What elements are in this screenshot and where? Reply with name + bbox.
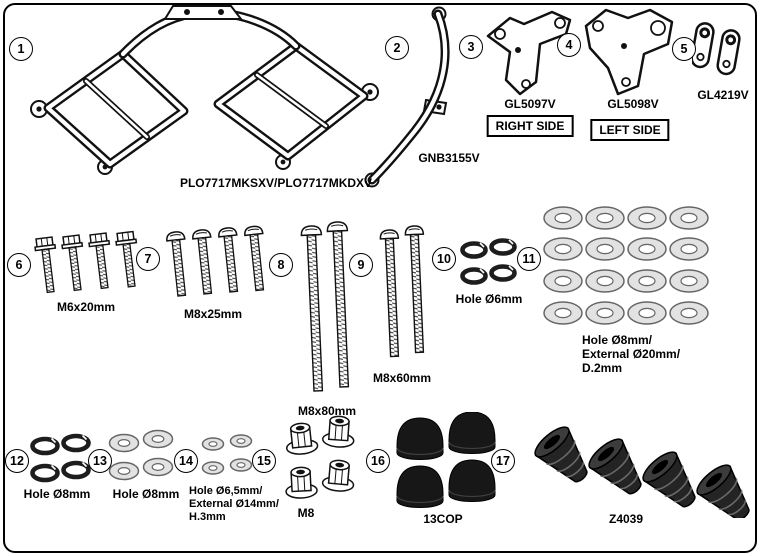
part-5-label: GL4219V — [697, 88, 749, 102]
part-11-label: Hole Ø8mm/ External Ø20mm/ D.2mm — [582, 333, 681, 375]
part-13-label: Hole Ø8mm — [112, 487, 180, 501]
part-12-label: Hole Ø8mm — [23, 487, 91, 501]
flange-nuts-m8-drawing — [283, 414, 357, 500]
part-2-label: GNB3155V — [418, 151, 480, 165]
part-3-side-label: RIGHT SIDE — [486, 115, 574, 137]
pannier-frames-drawing — [30, 5, 379, 175]
part-17-label: Z4039 — [608, 512, 644, 526]
link-plates-drawing — [692, 20, 742, 77]
part-8-label: M8x80mm — [297, 404, 357, 418]
button-bolts-m8x25-drawing — [165, 224, 270, 298]
flat-washers-8mm-drawing — [108, 429, 174, 481]
part-3-label: GL5097V — [504, 97, 556, 111]
part-10-label: Hole Ø6mm — [455, 292, 523, 306]
support-bar-drawing — [364, 6, 450, 188]
spring-washers-6mm-drawing — [456, 236, 520, 292]
bolts-m8x60-drawing — [379, 224, 430, 358]
spring-washers-8mm-drawing — [26, 432, 96, 486]
part-4-number: 4 — [557, 33, 581, 57]
small-washers-drawing — [201, 434, 253, 475]
part-14-label: Hole Ø6,5mm/ External Ø14mm/ H.3mm — [189, 485, 279, 523]
part-6-number: 6 — [7, 253, 31, 277]
left-bracket-drawing — [584, 8, 674, 96]
part-4-side-label: LEFT SIDE — [590, 119, 670, 141]
part-9-number: 9 — [349, 253, 373, 277]
part-2-number: 2 — [385, 36, 409, 60]
hex-bolts-m6x20-drawing — [33, 230, 143, 294]
part-1-label: PLO7717MKSXV/PLO7717MKDXV — [179, 176, 373, 190]
rubber-spacers-drawing — [529, 421, 752, 518]
part-14-number: 14 — [174, 449, 198, 473]
part-10-number: 10 — [432, 247, 456, 271]
bolts-m8x80-drawing — [300, 220, 355, 393]
part-1-number: 1 — [9, 37, 33, 61]
part-16-label: 13COP — [423, 512, 463, 526]
part-16-number: 16 — [366, 449, 390, 473]
part-15-label: M8 — [297, 506, 315, 520]
part-5-number: 5 — [672, 37, 696, 61]
part-17-number: 17 — [491, 449, 515, 473]
right-bracket-drawing — [486, 10, 572, 96]
part-8-number: 8 — [269, 253, 293, 277]
part-7-label: M8x25mm — [183, 307, 243, 321]
part-6-label: M6x20mm — [56, 300, 116, 314]
part-7-number: 7 — [136, 247, 160, 271]
part-3-number: 3 — [459, 35, 483, 59]
part-11-number: 11 — [517, 247, 541, 271]
diagram-border — [3, 3, 757, 553]
part-15-number: 15 — [252, 449, 276, 473]
washers-20mm-grid-drawing — [543, 206, 709, 325]
part-12-number: 12 — [5, 449, 29, 473]
plastic-caps-drawing — [396, 412, 496, 509]
part-4-label: GL5098V — [607, 97, 659, 111]
part-9-label: M8x60mm — [372, 371, 432, 385]
part-13-number: 13 — [88, 449, 112, 473]
